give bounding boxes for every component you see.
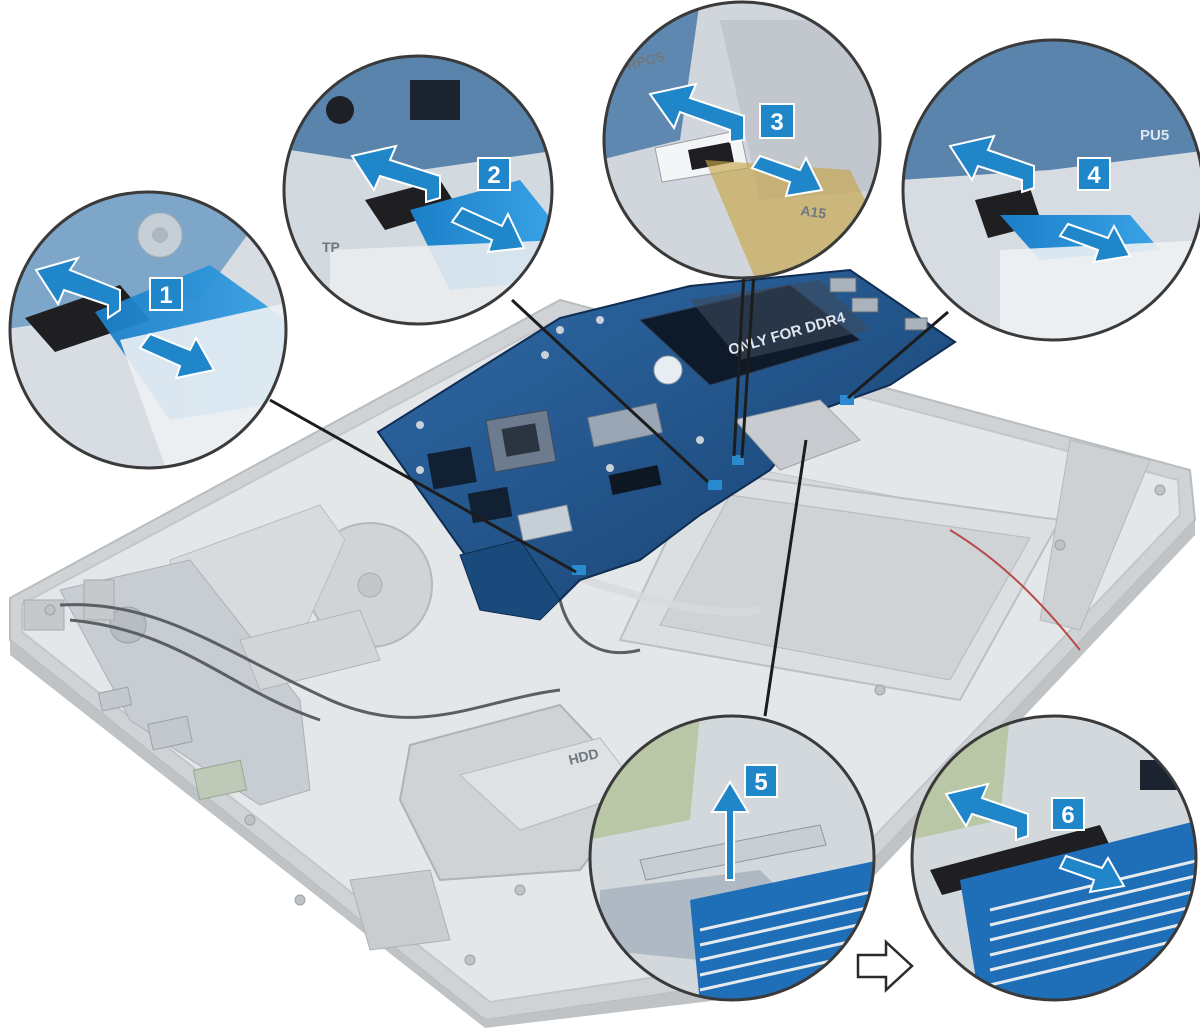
step-badge-1 bbox=[149, 277, 183, 311]
system-board: ONLY FOR DDR4 bbox=[376, 268, 957, 621]
callout-step-2: TP 2 bbox=[282, 54, 554, 326]
lift-arrow-icon bbox=[350, 144, 441, 204]
a15-silkscreen: A15 bbox=[800, 202, 828, 221]
usb-silkscreen: USB bbox=[28, 198, 53, 231]
laptop-chassis: HDD bbox=[9, 298, 1197, 1028]
lift-arrow-icon bbox=[34, 256, 121, 320]
step-badge-4 bbox=[1077, 157, 1111, 191]
step-number-4: 4 bbox=[1087, 162, 1101, 189]
step-number-5: 5 bbox=[754, 769, 767, 796]
hdd-label: HDD bbox=[567, 745, 600, 768]
callout-step-1: USB 1 bbox=[8, 190, 288, 470]
outline-right-arrow-icon bbox=[856, 939, 914, 993]
step-number-2: 2 bbox=[487, 162, 500, 189]
pull-arrow-icon bbox=[450, 206, 526, 254]
tp-silkscreen: TP bbox=[322, 239, 340, 255]
lift-arrow-icon bbox=[944, 782, 1029, 842]
lift-arrow-icon bbox=[948, 134, 1035, 194]
step-number-6: 6 bbox=[1061, 802, 1074, 829]
lift-arrow-icon bbox=[648, 82, 745, 144]
callout-step-3: RPCS A15 3 bbox=[602, 0, 882, 280]
callout-step-6: 6 bbox=[910, 714, 1198, 1002]
step-badge-3 bbox=[759, 103, 795, 139]
step-number-1: 1 bbox=[159, 282, 172, 309]
pull-arrow-icon bbox=[1058, 854, 1126, 894]
callout-step-4: PU5 4 bbox=[901, 38, 1200, 342]
step-number-3: 3 bbox=[770, 109, 783, 136]
pull-arrow-icon bbox=[138, 332, 216, 380]
pu-silkscreen: PU5 bbox=[1140, 127, 1169, 144]
callout-leader-lines bbox=[269, 271, 949, 717]
lift-up-arrow-icon bbox=[710, 780, 750, 881]
pull-arrow-icon bbox=[1058, 222, 1132, 264]
pull-arrow-icon bbox=[750, 154, 824, 198]
step-badge-5 bbox=[744, 764, 778, 798]
step-badge-6 bbox=[1051, 797, 1085, 831]
step-badge-2 bbox=[477, 157, 511, 191]
